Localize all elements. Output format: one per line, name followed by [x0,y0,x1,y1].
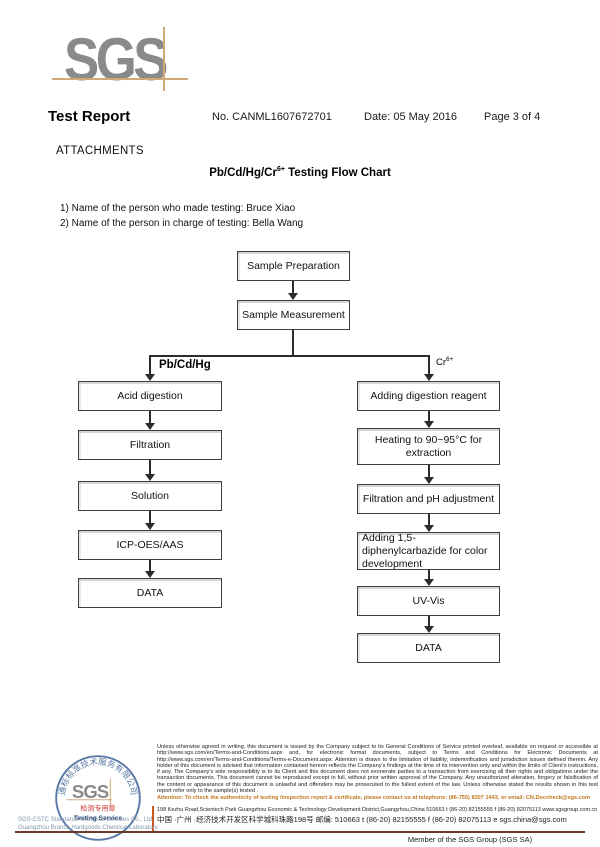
flow-node-diphenylcarbazide: Adding 1,5- diphenylcarbazide for color … [357,532,500,570]
flow-node-sample-preparation: Sample Preparation [237,251,350,281]
connector-line [149,511,151,524]
footer-attention-text: Attention: To check the authenticity of … [157,795,591,801]
arrowhead-down-icon [145,474,155,481]
arrowhead-down-icon [145,523,155,530]
footer-legal-text: Unless otherwise agreed in writing, this… [157,744,598,795]
branch-label-pb-cd-hg: Pb/Cd/Hg [159,359,211,371]
flow-chart-title-suffix: Testing Flow Chart [284,166,391,179]
footer-address-divider [152,806,154,832]
branch-label-cr6-sup: 6+ [446,356,454,363]
arrowhead-down-icon [145,374,155,381]
flow-chart-title: Pb/Cd/Hg/Cr6+ Testing Flow Chart [0,166,600,179]
flow-node-icp-oes-aas: ICP-OES/AAS [78,530,222,560]
footer-company-line1: SGS-CSTC Standards Technical Services Co… [18,817,154,823]
arrowhead-down-icon [288,293,298,300]
stamp-red-text: 检测专用章 [80,803,115,812]
footer-company-name: SGS-CSTC Standards Technical Services Co… [18,816,168,832]
tester-notes: 1) Name of the person who made testing: … [60,202,303,231]
flow-node-heating-extraction: Heating to 90~95°C for extraction [357,428,500,465]
connector-line [428,355,430,375]
flow-node-sample-measurement: Sample Measurement [237,300,350,330]
sgs-group-membership-text: Member of the SGS Group (SGS SA) [407,835,533,844]
arrowhead-down-icon [424,626,434,633]
flow-node-solution: Solution [78,481,222,511]
connector-line [292,281,294,294]
flow-node-data-right: DATA [357,633,500,663]
flow-chart-title-prefix: Pb/Cd/Hg/Cr [209,166,277,179]
connector-line [428,616,430,627]
arrowhead-down-icon [145,423,155,430]
arrowhead-down-icon [424,374,434,381]
logo-crosshair-horizontal-line [52,78,188,80]
connector-line [428,411,430,422]
page-indicator: Page 3 of 4 [484,111,541,123]
footer-address-chinese: 中国 ·广州 ·经济技术开发区科学城科珠路198号 邮编: 510663 t (… [157,815,567,824]
branch-split-line [149,355,430,357]
report-number: No. CANML1607672701 [212,111,332,123]
connector-line [149,355,151,375]
branch-label-cr6-base: Cr [436,357,447,369]
flow-node-data-left: DATA [78,578,222,608]
attachments-heading: ATTACHMENTS [56,145,144,157]
arrowhead-down-icon [424,579,434,586]
note-tester: 1) Name of the person who made testing: … [60,203,296,214]
testing-service-stamp: 通标标准技术服务有限公司 SGS 检测专用章 Testing Service [55,755,141,841]
connector-line [428,570,430,580]
flow-node-adding-digestion-reagent: Adding digestion reagent [357,381,500,411]
footer-address-block: 198 Kezhu Road,Scientech Park Guangzhou … [157,807,598,825]
arrowhead-down-icon [424,525,434,532]
flow-node-uv-vis: UV-Vis [357,586,500,616]
arrowhead-down-icon [424,421,434,428]
connector-line [292,330,294,357]
arrowhead-down-icon [424,477,434,484]
connector-line [428,514,430,526]
flow-node-acid-digestion: Acid digestion [78,381,222,411]
branch-label-cr6: Cr6+ [436,356,453,368]
connector-line [428,465,430,478]
sgs-logo: SGS [50,22,210,94]
logo-crosshair-vertical-line [163,27,165,91]
report-title: Test Report [48,108,131,125]
arrowhead-down-icon [145,571,155,578]
footer-address-english: 198 Kezhu Road,Scientech Park Guangzhou … [157,807,598,813]
stamp-circle [55,755,141,841]
stamp-sgs-text: SGS [72,781,109,802]
flow-chart-title-superscript: 6+ [276,166,285,173]
flow-node-filtration-ph-adjustment: Filtration and pH adjustment [357,484,500,514]
note-supervisor: 2) Name of the person in charge of testi… [60,217,304,229]
flow-node-filtration: Filtration [78,430,222,460]
connector-line [149,411,151,424]
footer-company-line2: Guangzhou Branch Hardgoods Chemical Labo… [18,825,158,831]
sgs-logo-text: SGS [64,26,168,93]
connector-line [149,460,151,475]
report-date: Date: 05 May 2016 [364,111,457,123]
footer-rule-line [15,831,585,833]
connector-line [149,560,151,572]
stamp-service-text: Testing Service [74,815,123,822]
